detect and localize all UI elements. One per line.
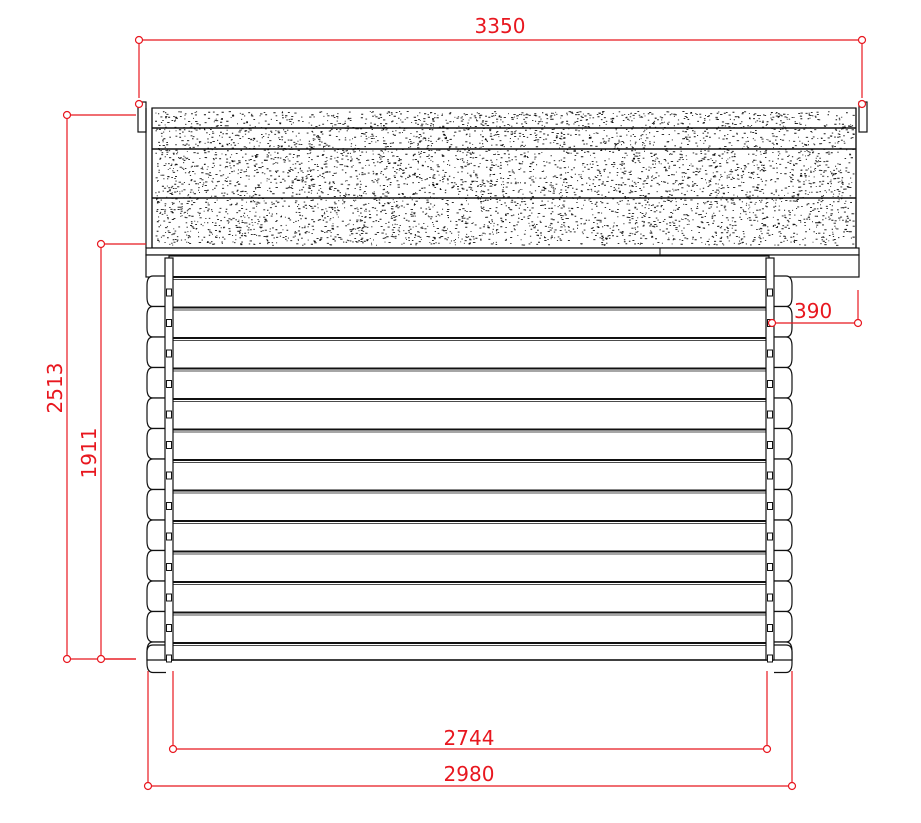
dim-label-390: 390 bbox=[794, 299, 832, 323]
log-board-lines bbox=[147, 276, 792, 661]
roof-end-cap-right bbox=[855, 101, 868, 248]
roof-board-lines bbox=[152, 127, 856, 199]
dim-label-2513: 2513 bbox=[43, 363, 67, 414]
log-ends-left bbox=[146, 275, 166, 674]
dim-label-3350: 3350 bbox=[475, 14, 526, 38]
dim-label-2980: 2980 bbox=[444, 762, 495, 786]
roof-panel bbox=[151, 107, 857, 249]
corner-post-bolts bbox=[166, 288, 773, 663]
wall-face bbox=[168, 255, 770, 661]
roof-texture bbox=[155, 111, 855, 246]
dimension-overall-height: 2513 bbox=[43, 110, 136, 664]
log-ends-right bbox=[774, 275, 793, 674]
roof bbox=[137, 101, 868, 278]
dim-label-2744: 2744 bbox=[444, 726, 495, 750]
dimension-roof-overhang: 390 bbox=[767, 290, 863, 328]
dim-label-1911: 1911 bbox=[77, 428, 101, 479]
dimension-inner-width: 2744 bbox=[168, 671, 772, 754]
log-wall bbox=[146, 255, 793, 674]
dimension-wall-width: 2980 bbox=[143, 671, 797, 791]
dimension-wall-height: 1911 bbox=[77, 239, 146, 664]
roof-end-cap-left bbox=[137, 101, 153, 248]
dimension-overall-width: 3350 bbox=[134, 14, 867, 109]
